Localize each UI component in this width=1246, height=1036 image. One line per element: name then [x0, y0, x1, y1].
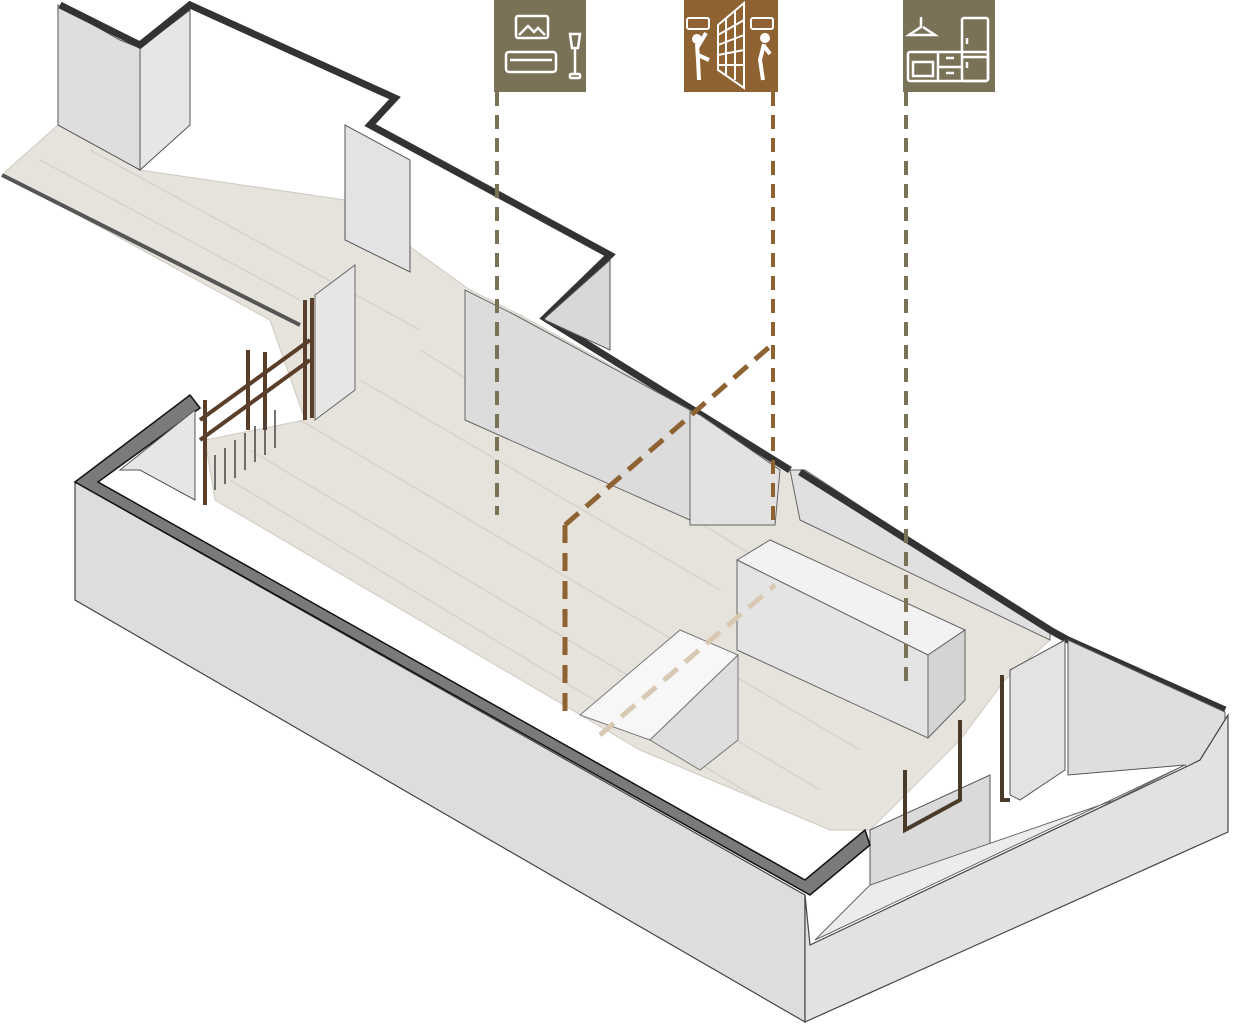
slat-partition-panel: [314, 264, 356, 421]
upper-room-wall-right: [139, 8, 191, 172]
door-frames: [903, 675, 1010, 834]
partition-wall-2: [689, 409, 781, 526]
movable-partition-outline: [562, 340, 777, 718]
right-column: [1009, 639, 1066, 801]
wooden-slats: [198, 298, 314, 505]
outer-wall-right: [804, 712, 1229, 1023]
counter-side: [649, 653, 739, 771]
upper-room-wall-cap: [58, 0, 792, 473]
balcony-rail: [1, 173, 301, 327]
corridor-wall-right: [544, 258, 611, 351]
corridor-wall: [344, 124, 411, 273]
left-end-wall: [118, 408, 196, 501]
railing-bars: [214, 410, 276, 490]
living-room-icon: [494, 0, 586, 92]
outer-wall-cap: [73, 393, 871, 896]
outer-wall-right-inner: [814, 764, 1186, 941]
back-wall-cap: [798, 469, 1227, 714]
movable-bookshelf-partition-icon: [684, 0, 778, 92]
kitchen-island-side: [927, 629, 966, 740]
movable-partition-outline-hidden: [598, 583, 777, 737]
kitchen-icon: [903, 0, 995, 92]
